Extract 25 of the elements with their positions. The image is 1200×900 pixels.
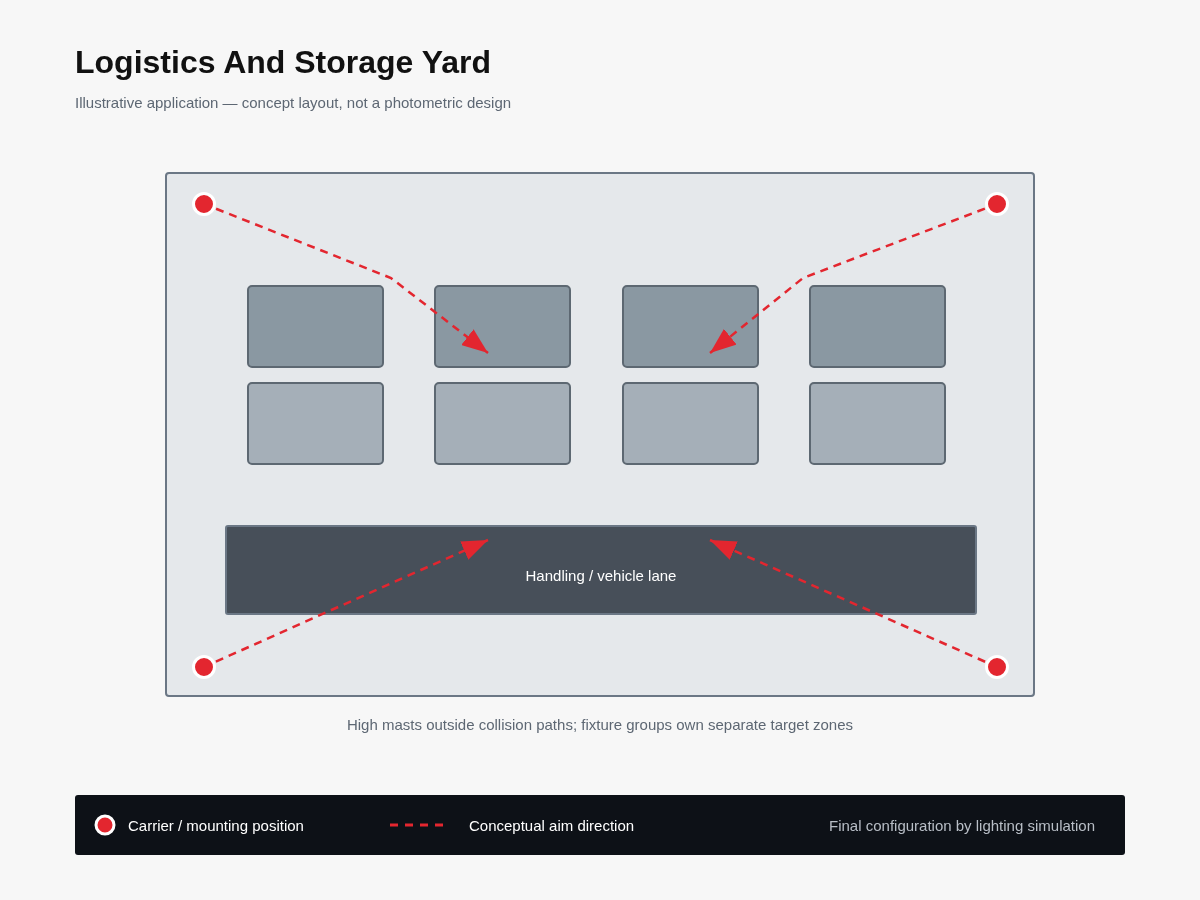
yard-area: [165, 172, 1035, 697]
mast-marker: [192, 192, 216, 216]
aim-arrow: [215, 538, 489, 663]
storage-block: [622, 285, 759, 368]
vehicle-lane: [225, 525, 977, 615]
mast-marker: [985, 192, 1009, 216]
subtitle: Illustrative application — concept layout, not a photometric design: [75, 94, 512, 111]
legend-label: Conceptual aim direction: [469, 817, 635, 834]
aim-arrow: [709, 207, 986, 354]
mast-marker: [985, 655, 1009, 679]
lane-label: Handling / vehicle lane: [525, 566, 677, 584]
diagram-title: Logistics And Storage Yard: [75, 44, 492, 81]
storage-block: [434, 382, 571, 465]
storage-block: [809, 382, 946, 465]
storage-block: [809, 285, 946, 368]
mast-marker: [192, 655, 216, 679]
storage-block: [622, 382, 759, 465]
legend-label: Carrier / mounting position: [128, 817, 304, 834]
storage-block: [434, 285, 571, 368]
storage-block: [247, 382, 384, 465]
storage-block: [247, 285, 384, 368]
note: Final configuration by lighting simulation: [829, 817, 1095, 834]
aim-arrow: [215, 207, 489, 354]
aim-arrow: [709, 538, 986, 663]
caption: High masts outside collision paths; fixture groups own separate target zones: [345, 716, 855, 733]
